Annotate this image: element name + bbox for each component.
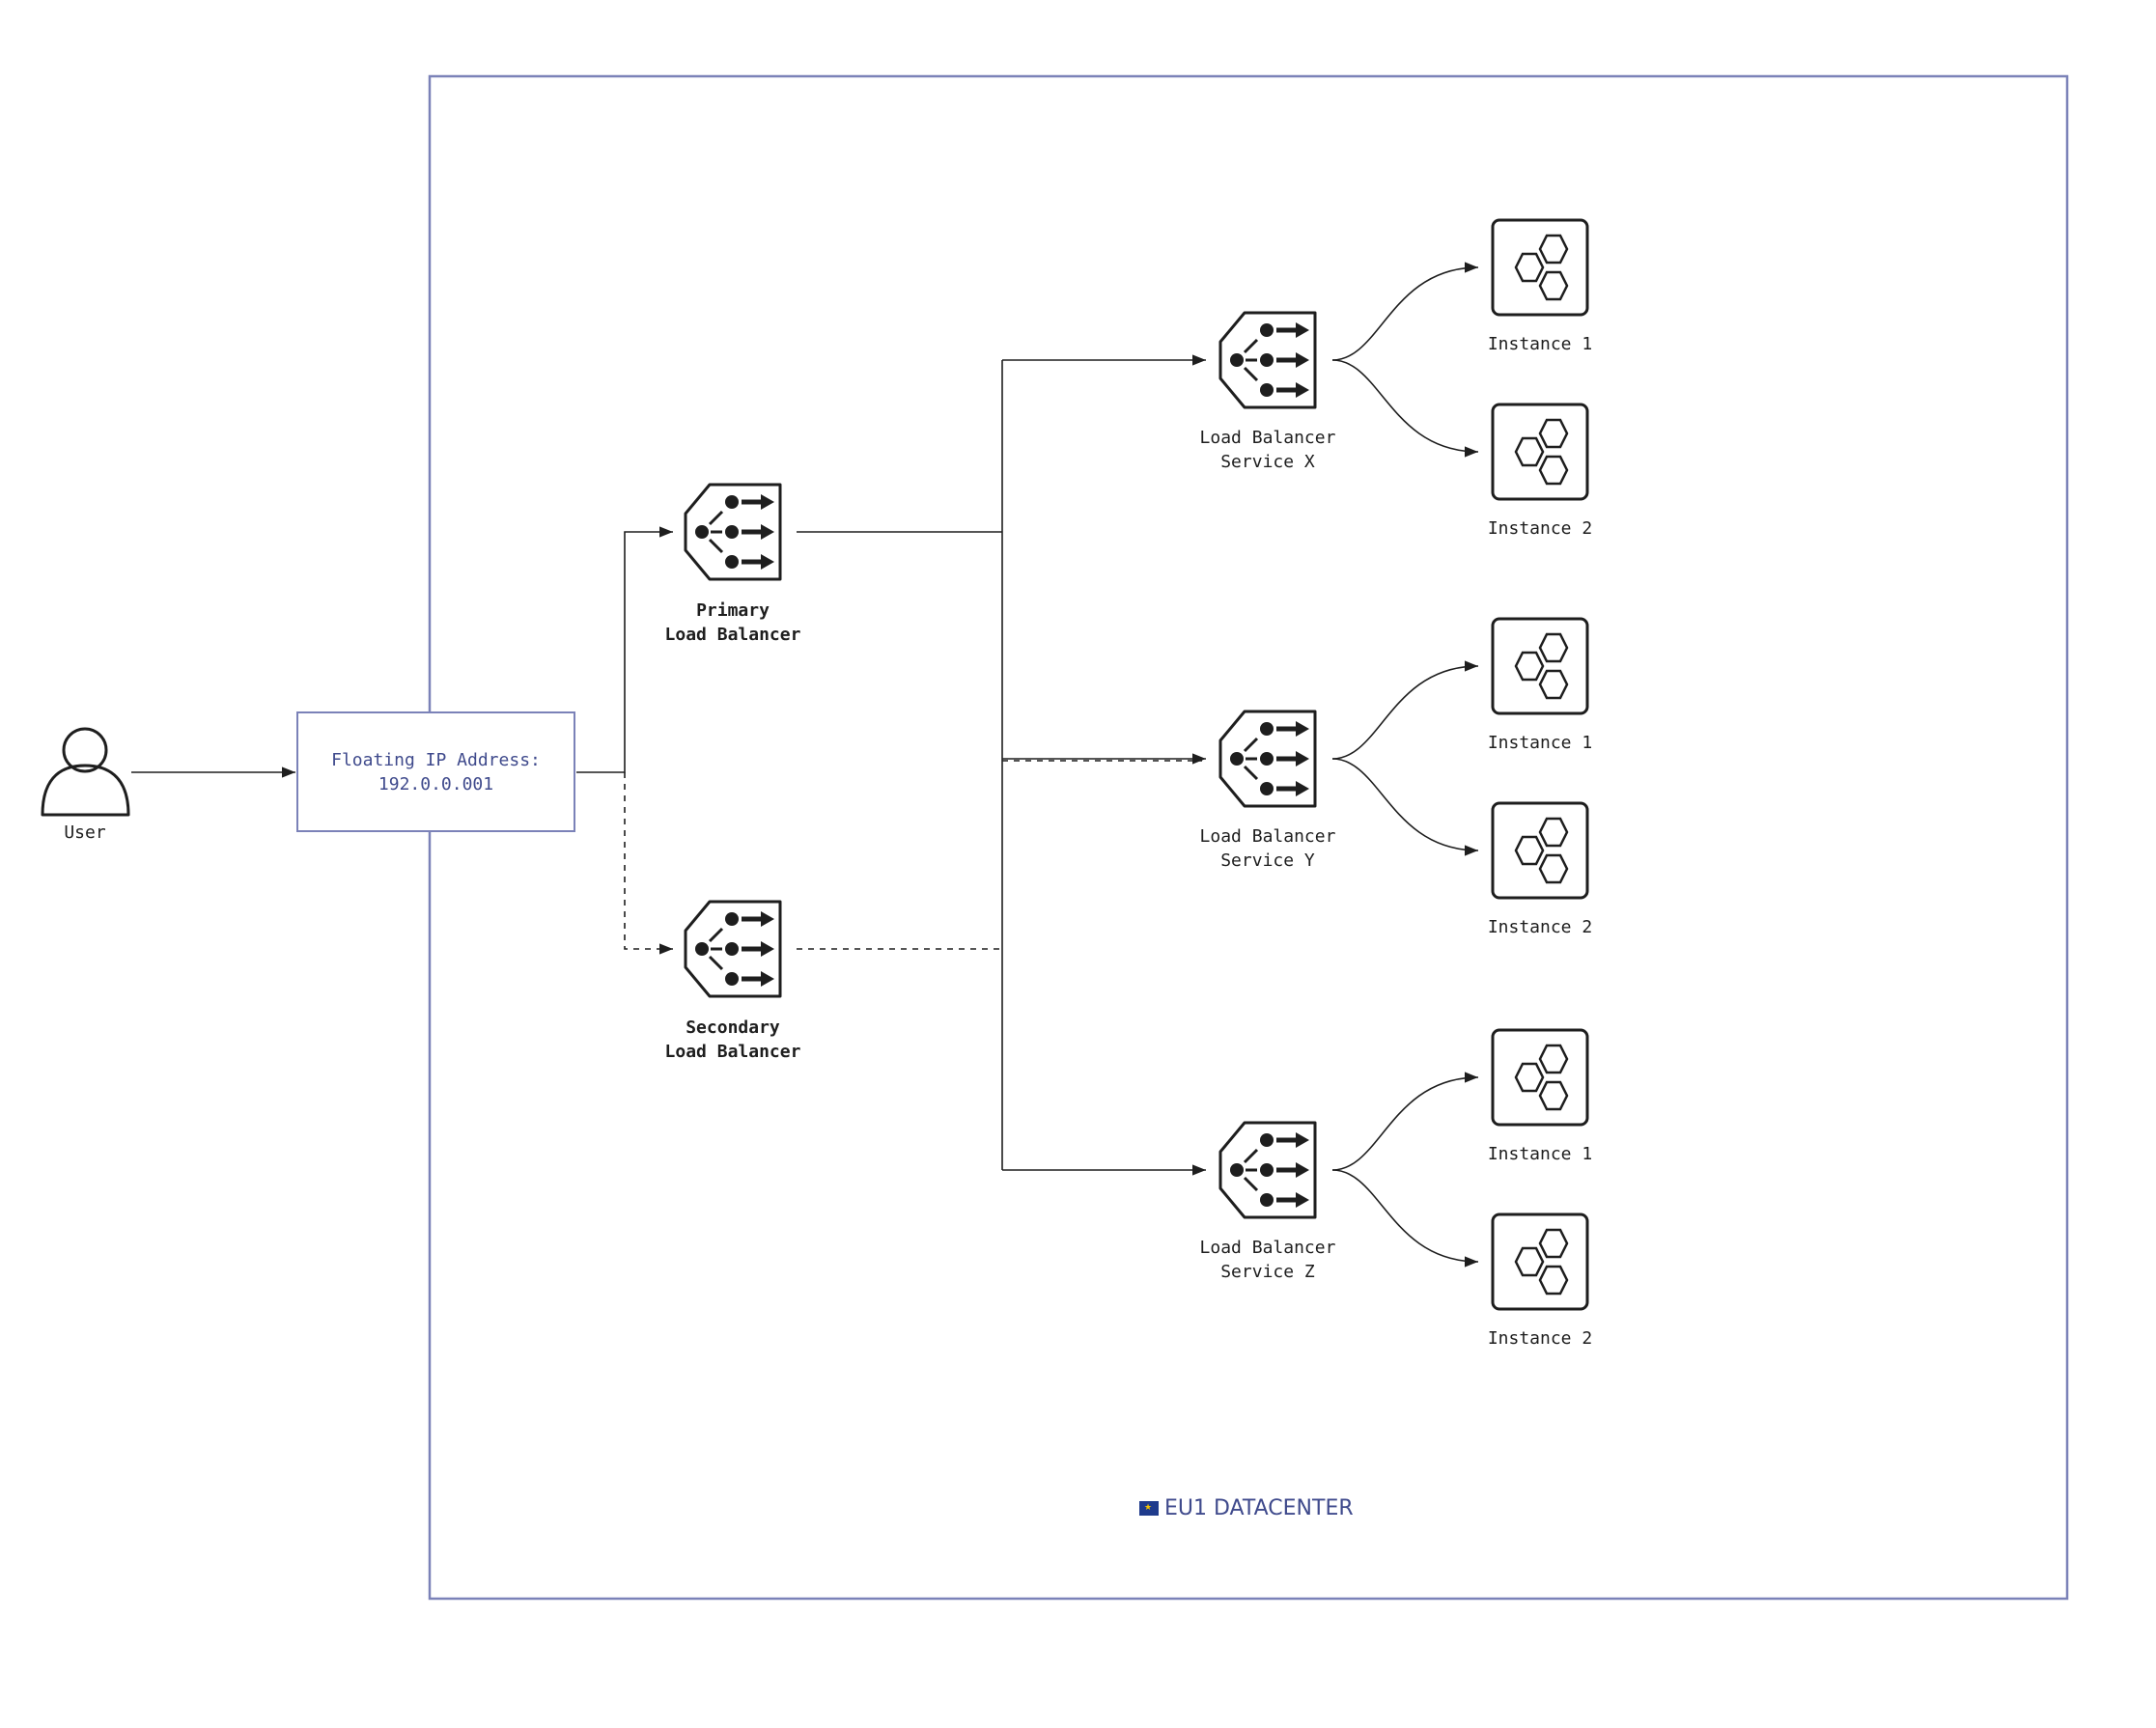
service-z-load-balancer-icon — [1220, 1123, 1315, 1217]
service-x-label-line2: Service X — [1220, 452, 1315, 472]
connectors — [131, 262, 1479, 1268]
primary-lb-label: Primary Load Balancer — [617, 599, 849, 647]
service-y-label-line1: Load Balancer — [1199, 826, 1336, 847]
user-icon — [41, 727, 130, 817]
arrow-ip-to-primary — [576, 526, 673, 773]
floating-ip-box: Floating IP Address: 192.0.0.001 — [296, 711, 575, 832]
primary-lb-label-line2: Load Balancer — [664, 625, 801, 645]
secondary-lb-label: Secondary Load Balancer — [617, 1016, 849, 1064]
curve-x-to-instance-1 — [1331, 262, 1479, 361]
service-z-instance-1-label: Instance 1 — [1487, 1144, 1593, 1164]
datacenter-label-text: EU1 DATACENTER — [1164, 1495, 1354, 1520]
secondary-load-balancer-icon — [686, 902, 780, 996]
floating-ip-address: 192.0.0.001 — [378, 773, 494, 794]
primary-lb-label-line1: Primary — [696, 600, 770, 621]
arrow-ip-to-secondary — [624, 772, 673, 955]
service-z-label: Load Balancer Service Z — [1152, 1236, 1384, 1284]
eu-flag-icon — [1139, 1500, 1159, 1516]
curve-x-to-instance-2 — [1331, 359, 1479, 458]
service-x-instance-2-label: Instance 2 — [1487, 518, 1593, 539]
service-x-label: Load Balancer Service X — [1152, 426, 1384, 474]
curve-y-to-instance-2 — [1331, 758, 1479, 856]
service-y-instance-1-label: Instance 1 — [1487, 733, 1593, 753]
secondary-lb-label-line2: Load Balancer — [664, 1042, 801, 1062]
service-x-instance-1-label: Instance 1 — [1487, 334, 1593, 354]
service-y-label: Load Balancer Service Y — [1152, 824, 1384, 873]
floating-ip-title: Floating IP Address: — [331, 749, 541, 770]
service-y-label-line2: Service Y — [1220, 850, 1315, 871]
service-z-instance-1-icon — [1491, 1028, 1589, 1127]
service-y-load-balancer-icon — [1220, 711, 1315, 806]
curve-z-to-instance-2 — [1331, 1169, 1479, 1268]
secondary-lb-label-line1: Secondary — [686, 1017, 780, 1038]
primary-load-balancer-icon — [686, 485, 780, 579]
service-x-instance-1-icon — [1491, 218, 1589, 317]
curve-z-to-instance-1 — [1331, 1072, 1479, 1171]
curve-y-to-instance-1 — [1331, 660, 1479, 760]
service-z-label-line2: Service Z — [1220, 1262, 1315, 1282]
service-y-instance-1-icon — [1491, 617, 1589, 715]
service-x-label-line1: Load Balancer — [1199, 428, 1336, 448]
service-z-label-line1: Load Balancer — [1199, 1238, 1336, 1258]
service-z-instance-2-label: Instance 2 — [1487, 1328, 1593, 1349]
service-z-instance-2-icon — [1491, 1212, 1589, 1311]
datacenter-label: EU1 DATACENTER — [1139, 1493, 1371, 1522]
datacenter-frame — [428, 74, 2069, 1601]
user-label: User — [64, 822, 106, 843]
service-x-instance-2-icon — [1491, 403, 1589, 501]
service-y-instance-2-label: Instance 2 — [1487, 917, 1593, 937]
service-x-load-balancer-icon — [1220, 313, 1315, 407]
service-y-instance-2-icon — [1491, 801, 1589, 900]
